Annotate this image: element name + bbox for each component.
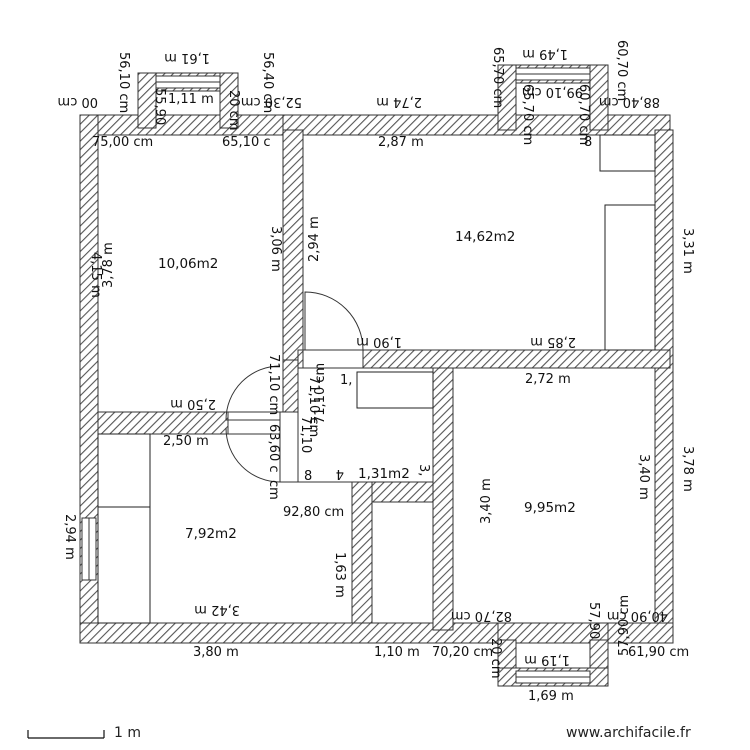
- room-areas: 10,06m2 14,62m2 7,92m2 9,95m2 1,31m2: [158, 229, 576, 542]
- dim-label: 71,10 cm: [313, 363, 328, 424]
- room-bedroom-1: [97, 134, 284, 413]
- dim-label: 65,10 c: [222, 135, 271, 150]
- dim-label: 57,90: [586, 602, 601, 639]
- dim-label: 00 cm: [58, 94, 99, 109]
- dim-label: 2,94 m: [307, 216, 322, 262]
- area-bedroom-1: 10,06m2: [158, 256, 218, 272]
- dim-label: 2,50 m: [163, 434, 209, 449]
- dim-label: 8: [584, 135, 592, 150]
- dim-label: 55,90: [152, 88, 167, 125]
- dim-label: 2,94 m: [62, 514, 77, 560]
- dim-label: 63,60 c: [266, 424, 281, 473]
- dim-label: 3,40 m: [636, 454, 651, 500]
- dimension-labels: 1,61 m 1,11 m 56,10 cm 55,90 20 cm 56,40…: [58, 40, 696, 704]
- scale-bar: 1 m: [27, 725, 141, 741]
- dim-label: 20 cm: [488, 638, 503, 679]
- watermark: www.archifacile.fr: [566, 725, 691, 741]
- dim-label: 65,70 cm: [490, 47, 505, 108]
- dim-label: 2,85 m: [530, 334, 576, 349]
- dim-label: 1,61 m: [164, 50, 210, 65]
- dim-label: 1,49 m: [522, 46, 568, 61]
- dim-label: 71,10 cm: [266, 354, 281, 415]
- dim-label: 1,10 m: [374, 645, 420, 660]
- rooms: [97, 134, 656, 624]
- dim-label: 1,90 m: [356, 334, 402, 349]
- dim-label: 56,40 cm: [260, 52, 275, 113]
- dim-label: 3,78 m: [680, 446, 695, 492]
- closet-bedroom-2: [97, 433, 151, 624]
- cabinet-top-right: [599, 134, 656, 172]
- dim-label: 61,90 cm: [628, 645, 689, 660]
- dim-label: 3,78 m: [101, 242, 116, 288]
- dim-label: 1,: [340, 373, 352, 388]
- dim-label: 70,20 cm: [432, 645, 493, 660]
- room-bathroom: [371, 501, 434, 624]
- dim-label: 99,10 cm: [522, 84, 583, 99]
- dim-label: 8: [304, 469, 312, 484]
- dim-label: 3,42 m: [194, 602, 240, 617]
- dim-label: 2,50 m: [170, 396, 216, 411]
- dim-label: 75,00 cm: [92, 135, 153, 150]
- dim-label: 2,72 m: [525, 372, 571, 387]
- dim-label: 1,19 m: [524, 652, 570, 667]
- dim-label: 82,70 cm: [451, 608, 512, 623]
- dim-label: 3,: [416, 464, 431, 476]
- dim-label: 1,11 m: [168, 92, 214, 107]
- doors: [225, 291, 364, 483]
- dim-label: 60,70 cm: [614, 40, 629, 101]
- dim-label: 88,40 cm: [599, 94, 660, 109]
- dim-label: 92,80 cm: [283, 505, 344, 520]
- dim-label: 2,87 m: [378, 135, 424, 150]
- dim-label: 4: [336, 466, 344, 481]
- area-living: 14,62m2: [455, 229, 515, 245]
- dim-label: 52,30 cm: [241, 94, 302, 109]
- area-bathroom: 1,31m2: [358, 466, 410, 482]
- closet-corridor: [356, 371, 434, 409]
- area-bedroom-3: 9,95m2: [524, 500, 576, 516]
- dim-label: 2,74 m: [376, 94, 422, 109]
- dim-label: 3,06 m: [268, 226, 283, 272]
- dim-label: 4,15 m: [88, 252, 103, 298]
- dim-label: 3,40 m: [479, 478, 494, 524]
- fixtures: [97, 134, 656, 624]
- dim-label: 3,80 m: [193, 645, 239, 660]
- dim-label: 65,70 cm: [520, 84, 535, 145]
- dim-label: 71,10 cm: [306, 376, 321, 437]
- dim-label: 60,70 cm: [576, 84, 591, 145]
- area-bedroom-2: 7,92m2: [185, 526, 237, 542]
- windows: [81, 67, 591, 684]
- kitchen-counter: [604, 204, 656, 351]
- dim-label: 57,90 cm: [617, 595, 632, 656]
- dim-label: 71,10: [298, 416, 313, 453]
- dim-label: 1,69 m: [528, 689, 574, 704]
- dim-label: 1,63 m: [332, 552, 347, 598]
- scale-label: 1 m: [114, 725, 141, 741]
- dim-label: 20 cm: [226, 90, 241, 131]
- dim-label: 40,90 cm: [607, 608, 668, 623]
- dim-label: 56,10 cm: [116, 52, 131, 113]
- room-bedroom-3: [452, 367, 656, 624]
- room-living: [302, 134, 656, 351]
- dim-label: 3,31 m: [680, 228, 695, 274]
- dim-label: cm: [266, 480, 281, 500]
